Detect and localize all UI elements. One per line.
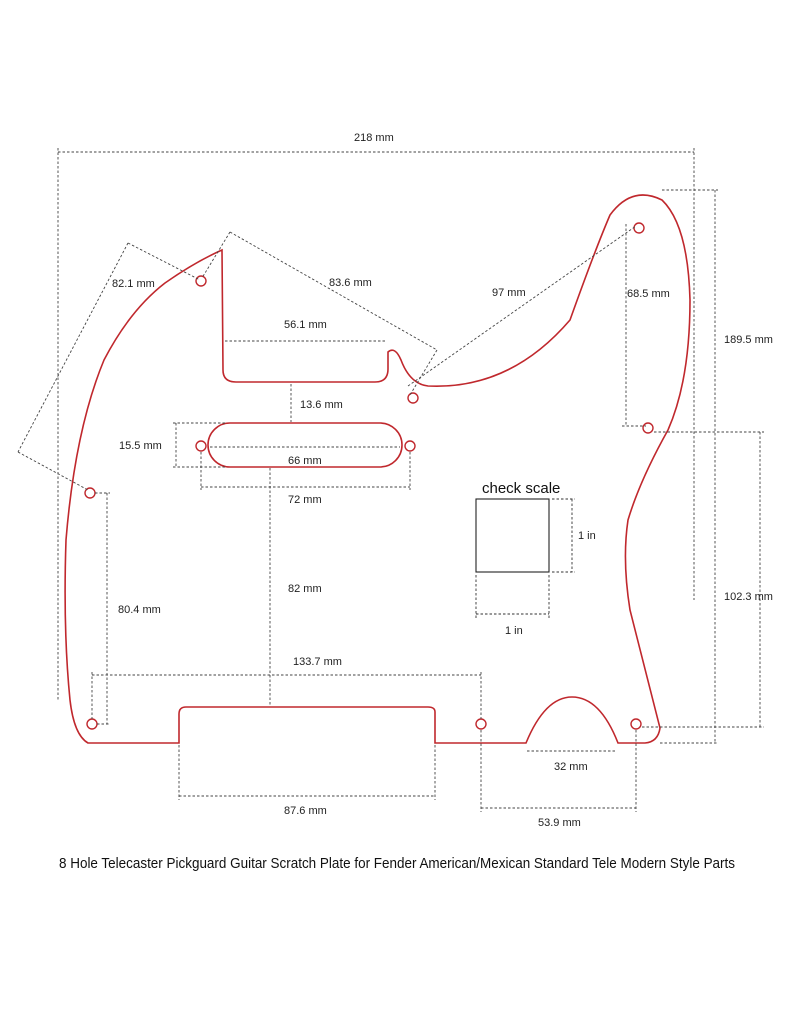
label-overall-height: 189.5 mm	[724, 334, 773, 346]
label-control-cutout: 32 mm	[554, 761, 588, 773]
hole-pickup-right	[404, 440, 416, 452]
label-bottom-right-holes: 53.9 mm	[538, 817, 581, 829]
dimension-labels: 218 mm 82.1 mm 83.6 mm 97 mm 68.5 mm 189…	[112, 132, 773, 829]
label-pocket-gap: 13.6 mm	[300, 399, 343, 411]
hole-right-middle	[642, 422, 654, 434]
label-neck-pocket-width: 56.1 mm	[284, 319, 327, 331]
label-overall-width: 218 mm	[354, 132, 394, 144]
hole-horn-top	[633, 222, 645, 234]
pickup-cutout	[207, 422, 403, 468]
label-pickup-length: 66 mm	[288, 455, 322, 467]
label-pickup-to-bridge: 82 mm	[288, 583, 322, 595]
check-scale-title: check scale	[482, 480, 560, 497]
label-horn-diagonal: 97 mm	[492, 287, 526, 299]
diagram-caption: 8 Hole Telecaster Pickguard Guitar Scrat…	[59, 855, 735, 872]
hole-left-bottom	[86, 718, 98, 730]
label-upper-left-slant: 82.1 mm	[112, 278, 155, 290]
hole-pickup-left	[195, 440, 207, 452]
check-scale-width-label: 1 in	[505, 625, 523, 637]
hole-upper-left	[195, 275, 207, 287]
label-bottom-holes: 133.7 mm	[293, 656, 342, 668]
mounting-holes	[84, 222, 654, 730]
label-right-lower-holes: 102.3 mm	[724, 591, 773, 603]
dimension-lines	[17, 148, 764, 812]
hole-bottom-center	[475, 718, 487, 730]
check-scale-height-label: 1 in	[578, 530, 596, 542]
label-pickup-height: 15.5 mm	[119, 440, 162, 452]
check-scale-square	[475, 498, 550, 573]
pickguard-outline	[64, 194, 691, 744]
check-scale: check scale 1 in 1 in	[475, 480, 596, 637]
hole-neck-right	[407, 392, 419, 404]
label-right-upper-holes: 68.5 mm	[627, 288, 670, 300]
hole-bottom-right	[630, 718, 642, 730]
label-pickup-hole-spacing: 72 mm	[288, 494, 322, 506]
label-upper-diagonal: 83.6 mm	[329, 277, 372, 289]
label-bridge-cutout: 87.6 mm	[284, 805, 327, 817]
label-left-holes: 80.4 mm	[118, 604, 161, 616]
